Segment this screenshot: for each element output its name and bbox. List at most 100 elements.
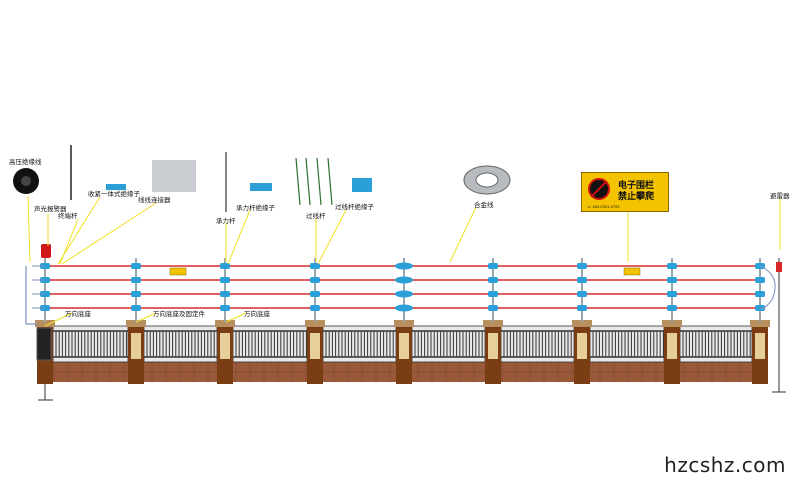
connector-insulator: [395, 262, 413, 270]
alloy-wire-spool-hole: [475, 172, 499, 188]
control-box: [36, 327, 52, 361]
insulator: [220, 277, 230, 283]
connector-insulator: [395, 290, 413, 298]
wire-warning-sign: [623, 267, 641, 276]
label-integrated-insulator: 收紧一体式绝缘子: [88, 190, 140, 198]
leader-line: [449, 206, 477, 263]
sign-text-line1: 电子围栏: [618, 181, 655, 191]
insulator: [755, 277, 765, 283]
label-line-pole-insulator: 过线杆绝缘子: [335, 203, 374, 211]
pillar-panel: [755, 333, 765, 359]
line-pole-icon: [327, 157, 333, 206]
sign-text-line3: ☏ 400-0351-5753: [587, 205, 620, 209]
leader-line: [44, 312, 73, 327]
pillar-cap: [305, 320, 325, 327]
load-pole-insulator-icon: [250, 183, 272, 191]
insulator: [488, 291, 498, 297]
insulator: [131, 263, 141, 269]
label-base-fixing: 万向底座及固定件: [153, 310, 205, 318]
connector-insulator: [395, 304, 413, 312]
leader-line: [27, 195, 31, 263]
insulator: [40, 277, 50, 283]
pillar-panel: [131, 333, 141, 359]
railing-panel: [679, 325, 753, 363]
insulator: [667, 291, 677, 297]
label-alloy-wire: 合金线: [474, 201, 494, 209]
label-alarm: 声光报警器: [34, 205, 67, 213]
pillar-panel: [577, 333, 587, 359]
insulator: [220, 263, 230, 269]
pillar-panel: [667, 333, 677, 359]
insulator: [131, 305, 141, 311]
insulator: [488, 305, 498, 311]
leader-line: [317, 209, 347, 265]
pillar-cap: [662, 320, 682, 327]
insulator: [577, 263, 587, 269]
label-terminal-pole: 终端杆: [58, 212, 78, 220]
insulator: [40, 305, 50, 311]
arrester-body: [776, 262, 782, 272]
insulator: [667, 277, 677, 283]
insulator: [40, 291, 50, 297]
line-pole-icon: [295, 157, 301, 206]
insulator: [220, 291, 230, 297]
label-lightning-arrester: 避雷器: [770, 192, 790, 200]
insulator: [755, 291, 765, 297]
hv-cable-line: [25, 266, 38, 325]
pillar-cap: [572, 320, 592, 327]
insulator: [667, 263, 677, 269]
label-load-pole: 承力杆: [216, 217, 236, 225]
label-base-2: 万向底座: [244, 310, 270, 318]
connector-photo: [152, 160, 196, 192]
insulator: [577, 277, 587, 283]
insulator: [40, 263, 50, 269]
label-load-pole-insulator: 承力杆绝缘子: [236, 204, 275, 212]
wire-warning-sign: [169, 267, 187, 276]
alarm-beacon: [41, 244, 51, 258]
pillar-panel: [488, 333, 498, 359]
insulator: [220, 305, 230, 311]
leader-line: [227, 209, 251, 265]
pillar-cap: [483, 320, 503, 327]
label-hv-cable: 高压绝缘线: [9, 158, 42, 166]
label-base-1: 万向底座: [65, 310, 91, 318]
insulator: [310, 277, 320, 283]
pillar-cap: [35, 320, 55, 327]
leader-line: [57, 196, 101, 265]
pillar-cap: [215, 320, 235, 327]
warning-sign: 电子围栏 禁止攀爬 ☏ 400-0351-5753: [581, 172, 669, 212]
insulator: [488, 277, 498, 283]
insulator: [488, 263, 498, 269]
pillar-cap: [394, 320, 414, 327]
line-pole-icon: [316, 157, 322, 206]
insulator: [310, 305, 320, 311]
label-wire-connector: 线线连接器: [138, 196, 171, 204]
insulator: [131, 291, 141, 297]
label-line-pole: 过线杆: [306, 212, 326, 220]
insulator: [577, 305, 587, 311]
insulator: [667, 305, 677, 311]
line-pole-icon: [305, 157, 311, 206]
watermark: hzcshz.com: [664, 453, 786, 477]
pillar-panel: [399, 333, 409, 359]
insulator: [577, 291, 587, 297]
pillar-cap: [126, 320, 146, 327]
leader-line: [135, 312, 157, 323]
sign-text-line2: 禁止攀爬: [618, 192, 655, 202]
no-climbing-icon: [588, 178, 610, 200]
connector-insulator: [395, 276, 413, 284]
integrated-insulator-icon: [106, 184, 126, 190]
pillar-panel: [310, 333, 320, 359]
insulator: [131, 277, 141, 283]
line-pole-insulator-icon: [352, 178, 372, 192]
hv-cable-coil-core: [21, 176, 31, 186]
hv-loop-right: [759, 265, 776, 310]
insulator: [310, 263, 320, 269]
insulator: [310, 291, 320, 297]
leader-line: [225, 312, 247, 323]
leader-line: [61, 202, 157, 265]
pillar-panel: [220, 333, 230, 359]
pillar-cap: [750, 320, 770, 327]
